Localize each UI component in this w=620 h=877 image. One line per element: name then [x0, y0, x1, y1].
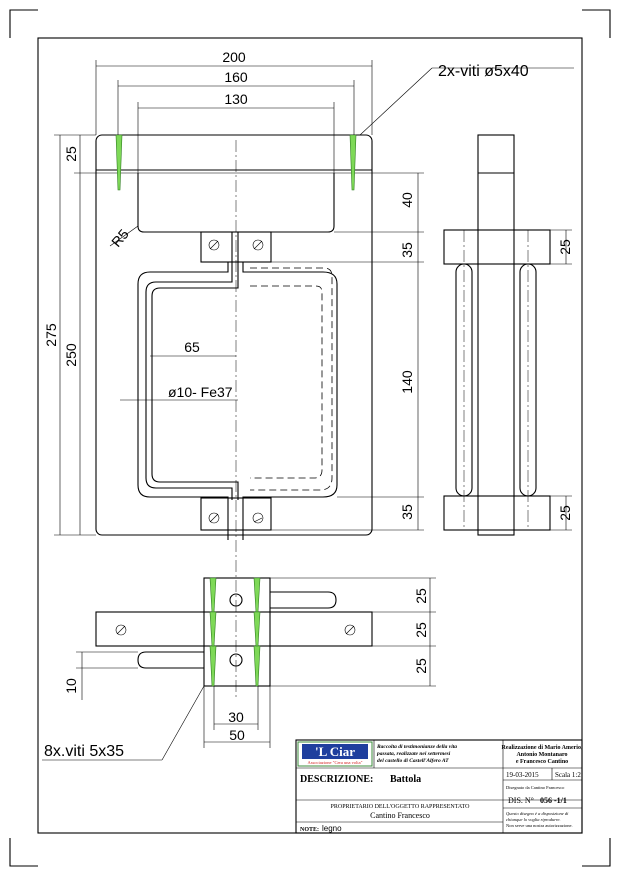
ownership-note-1: Questo disegno è a disposizione di [506, 811, 569, 816]
dim-35-bottom: 35 [399, 504, 415, 520]
ownership-note-3: Non serve una nostra autorizzazione. [506, 823, 573, 828]
wood-screw-icon [349, 134, 357, 191]
note-value: legno [322, 824, 342, 833]
board-outline [95, 134, 373, 536]
dim-radius: R5 [108, 226, 132, 250]
wood-screw-icon [253, 645, 261, 687]
wood-screw-icon [209, 611, 217, 647]
logo-sub: Associazione "Cera una volta" [307, 760, 362, 765]
wood-screw-icon [209, 577, 217, 613]
scale: Scala 1:2 [555, 771, 581, 779]
plan-dimensions [76, 577, 436, 748]
title-block: 'L Ciar Associazione "Cera una volta" [295, 739, 583, 834]
owner-label: PROPRIETARIO DELL'OGGETTO RAPPRESENTATO [331, 804, 471, 810]
wood-screw-icon [253, 611, 261, 647]
side-dimensions [550, 229, 572, 531]
callout-screws-top: 2x-viti ø5x40 [438, 63, 529, 80]
dim-side-25-top: 25 [557, 239, 573, 255]
front-view [95, 134, 373, 560]
date: 19-03-2015 [506, 771, 539, 779]
dim-275: 275 [43, 323, 59, 347]
wood-screw-icon [115, 134, 123, 191]
owner-value: Cantino Francesco [370, 811, 430, 820]
dim-plan-25-b: 25 [413, 622, 429, 638]
dim-plan-25-a: 25 [413, 588, 429, 604]
dim-140: 140 [399, 370, 415, 394]
dim-40: 40 [399, 192, 415, 208]
dim-plan-50: 50 [229, 727, 245, 743]
collection-line-2: passata, realizzate nei settermesi [376, 751, 451, 757]
authors-line-3: e Francesco Cantino [516, 759, 568, 765]
authors-line-1: Realizzazione di Mario Amerio, [502, 745, 583, 751]
dis-label: DIS. N° [508, 796, 534, 805]
authors-line-2: Antonio Montanaro [516, 752, 567, 758]
dim-25: 25 [63, 146, 79, 162]
drawn-by: Disegnato da Cantino Francesco [506, 785, 565, 790]
dim-plan-30: 30 [228, 709, 244, 725]
collection-line-1: Raccolta di testimonianze della vita [376, 744, 457, 750]
collection-line-3: del castello di Castell'Alfero AT [377, 758, 449, 764]
description-value: Battola [390, 774, 421, 785]
dim-160: 160 [224, 69, 248, 85]
rod-path [145, 232, 233, 500]
wood-screw-icon [209, 645, 217, 687]
dim-rod: ø10- Fe37 [168, 384, 233, 400]
callout-screws-bottom: 8x.viti 5x35 [44, 743, 124, 760]
ownership-note-2: chiunque lo voglia riprodurre. [506, 817, 561, 822]
dim-35-top: 35 [399, 242, 415, 258]
description-label: DESCRIZIONE: [300, 774, 373, 785]
dim-side-25-bottom: 25 [557, 505, 573, 521]
plan-view [95, 560, 373, 700]
side-view [443, 134, 551, 536]
dim-65: 65 [184, 339, 200, 355]
logo: 'L Ciar [315, 744, 355, 759]
front-dimensions [54, 60, 424, 536]
note-label: NOTE: [300, 827, 319, 833]
corner-marks [9, 9, 611, 867]
wood-screw-icon [253, 577, 261, 613]
dim-plan-25-c: 25 [413, 658, 429, 674]
dim-200: 200 [222, 49, 246, 65]
dim-plan-10: 10 [63, 678, 79, 694]
logo-bg [302, 744, 368, 759]
dis-value: 056 -1/1 [540, 796, 567, 805]
dim-250: 250 [63, 343, 79, 367]
dim-130: 130 [224, 91, 248, 107]
